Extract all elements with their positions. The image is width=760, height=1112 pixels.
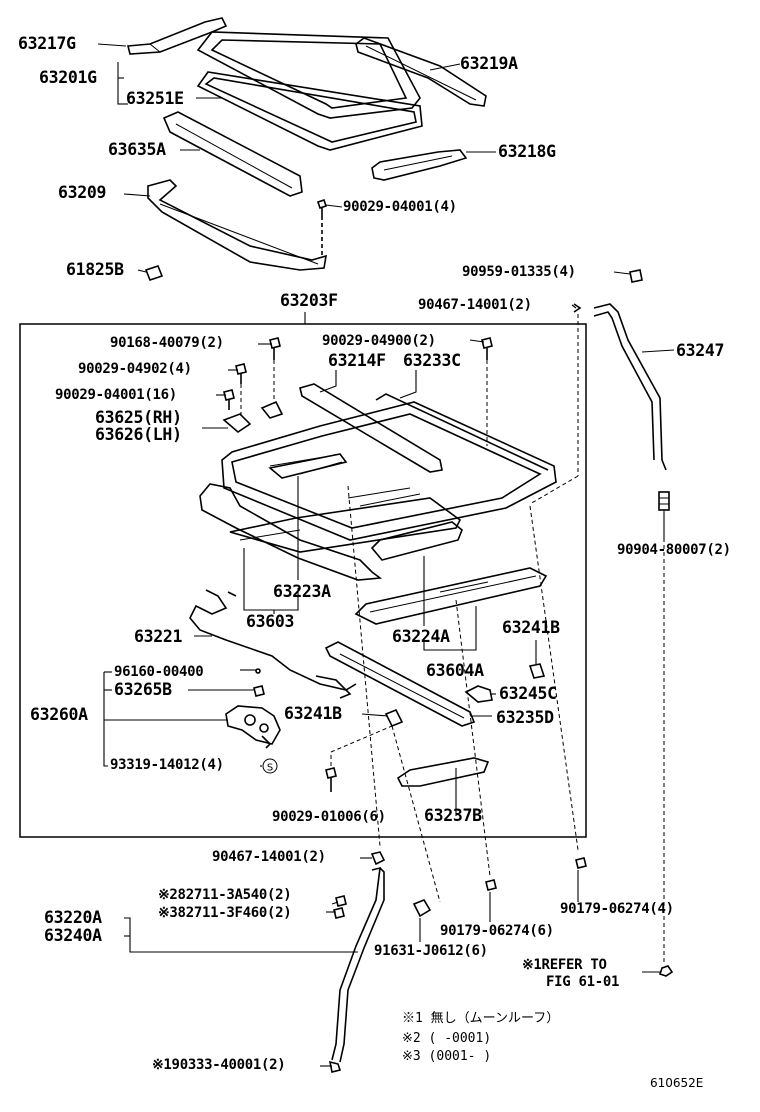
note-1: ※1 無し（ムーンルーフ） (402, 1011, 560, 1026)
bracket-63237B (396, 757, 490, 787)
bracket-63218G (371, 149, 468, 181)
label-90959-01335: 90959-01335(4) (462, 264, 576, 280)
label-63201G: 63201G (39, 68, 97, 87)
note-3: ※3 (0001- ) (402, 1049, 492, 1064)
group-label-63203F: 63203F (280, 291, 338, 310)
label-90333-40001: ※190333-40001(2) (152, 1057, 286, 1073)
label-90029-04001-4: 90029-04001(4) (343, 199, 457, 215)
clip-90467-bottom (370, 851, 386, 866)
label-93319-14012: 93319-14012(4) (110, 757, 224, 773)
grommet-91631 (412, 899, 432, 918)
rail-63219A (355, 37, 487, 107)
bracket-63241B-b (384, 708, 404, 728)
label-63603: 63603 (246, 612, 295, 631)
part-63265B (253, 685, 265, 697)
label-63218G: 63218G (498, 142, 556, 161)
frame-63209 (147, 179, 327, 271)
brackets-63625-63626 (222, 400, 284, 434)
part-96160 (255, 668, 261, 674)
label-90904-80007: 90904-80007(2) (617, 542, 731, 558)
screw-90179-4 (575, 857, 587, 869)
label-63626-lh: 63626(LH) (95, 425, 182, 444)
motor-63260A (225, 705, 281, 749)
screw-90029-04001-16 (223, 389, 235, 410)
label-90179-06274-6: 90179-06274(6) (440, 923, 554, 939)
label-63247: 63247 (676, 341, 725, 360)
housing-63214F (221, 383, 557, 541)
label-90467-bottom: 90467-14001(2) (212, 849, 326, 865)
label-63223A: 63223A (273, 582, 331, 601)
label-63251E: 63251E (126, 89, 184, 108)
label-63217G: 63217G (18, 34, 76, 53)
label-90029-04900: 90029-04900(2) (322, 333, 436, 349)
diagram-code: 610652E (650, 1076, 704, 1090)
bracket-63241B-a (528, 663, 546, 679)
cable-63221 (189, 589, 357, 699)
label-63245C: 63245C (499, 684, 557, 703)
label-63635A: 63635A (108, 140, 166, 159)
label-90029-04902: 90029-04902(4) (78, 361, 192, 377)
clip-82711 (333, 895, 347, 919)
label-90029-04001-16: 90029-04001(16) (55, 387, 177, 403)
label-63235D: 63235D (496, 708, 554, 727)
label-63220A: 63220A (44, 908, 102, 927)
screw-90029-04900 (481, 337, 493, 360)
label-91631-J0612: 91631-J0612(6) (374, 943, 488, 959)
label-90029-01006: 90029-01006(6) (272, 809, 386, 825)
bracket-63223A (268, 453, 348, 479)
screw-90029-04001-4 (316, 198, 328, 258)
label-90467-top: 90467-14001(2) (418, 297, 532, 313)
screw-90029-04902 (235, 363, 247, 384)
label-63233C: 63233C (403, 351, 461, 370)
label-63214F: 63214F (328, 351, 386, 370)
label-61825B: 61825B (66, 260, 124, 279)
label-63625-rh: 63625(RH) (95, 408, 182, 427)
rail-63224A (370, 521, 463, 561)
label-63209: 63209 (58, 183, 107, 202)
drain-hose-63220A (328, 866, 385, 1073)
label-96160-00400: 96160-00400 (114, 664, 204, 680)
rail-63604A (354, 567, 548, 625)
screw-90179-6 (485, 879, 497, 891)
label-63221: 63221 (134, 627, 183, 646)
label-90179-06274-4: 90179-06274(4) (560, 901, 674, 917)
rail-63235D (324, 641, 476, 727)
glass-panel-63201G (196, 31, 421, 119)
cable-frame-63603 (199, 483, 462, 581)
label-63237B: 63237B (424, 806, 482, 825)
clip-90467-top (573, 303, 582, 313)
drain-hose-63247 (593, 269, 674, 977)
label-63219A: 63219A (460, 54, 518, 73)
label-90168-40079: 90168-40079(2) (110, 335, 224, 351)
label-63241B-a: 63241B (502, 618, 560, 637)
label-63265B: 63265B (114, 680, 172, 699)
assembly-group-box (19, 323, 587, 838)
screw-90168 (269, 337, 281, 360)
weatherstrip-63251E (196, 71, 423, 151)
label-63604A: 63604A (426, 661, 484, 680)
label-refer-to: ※1REFER TO (522, 957, 607, 973)
label-63224A: 63224A (392, 627, 450, 646)
label-63240A: 63240A (44, 926, 102, 945)
label-63241B-b: 63241B (284, 704, 342, 723)
svg-text:S: S (267, 763, 273, 774)
label-82711-3F460: ※382711-3F460(2) (158, 905, 292, 921)
bracket-63245C (464, 685, 493, 703)
screw-90029-01006 (325, 767, 337, 792)
label-63260A: 63260A (30, 705, 88, 724)
label-82711-3A540: ※282711-3A540(2) (158, 887, 292, 903)
cushion-61825B (144, 265, 164, 281)
deflector-63635A (162, 111, 303, 197)
note-2: ※2 ( -0001) (402, 1031, 492, 1046)
screw-93319-mark (262, 758, 278, 774)
bracket-63217G (126, 17, 228, 55)
label-refer-fig: FIG 61-01 (546, 974, 620, 990)
